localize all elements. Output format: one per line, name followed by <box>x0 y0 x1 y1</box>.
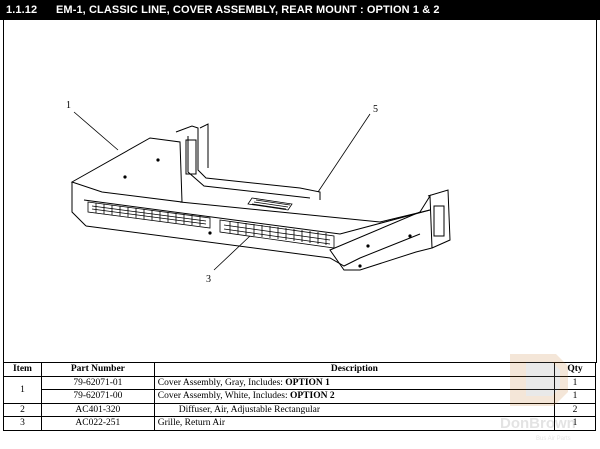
description-cell: Cover Assembly, White, Includes: OPTION … <box>153 389 556 404</box>
callout-1: 1 <box>66 100 71 111</box>
leader-line-1 <box>73 111 119 151</box>
return-air-grille <box>87 201 211 229</box>
mount-hole <box>358 264 362 268</box>
mount-hole <box>208 231 212 235</box>
parts-table: Item Part Number Description Qty 1 79-62… <box>3 362 596 431</box>
right-end-bracket <box>427 189 451 249</box>
left-end-edge <box>71 182 87 227</box>
part-number-cell: AC022-251 <box>40 416 155 431</box>
mount-hole <box>366 244 370 248</box>
part-number-cell: 79-62071-01 <box>40 375 155 390</box>
qty-cell: 1 <box>554 375 596 390</box>
part-number-cell: 79-62071-00 <box>40 389 155 404</box>
table-row: 2 AC401-320 Diffuser, Air, Adjustable Re… <box>3 402 596 417</box>
qty-cell: 1 <box>554 416 596 431</box>
column-header-qty: Qty <box>554 362 596 377</box>
rear-wall-top <box>199 123 209 168</box>
part-number-cell: AC401-320 <box>40 402 155 417</box>
description-text: Diffuser, Air, Adjustable Rectangular <box>178 404 321 415</box>
mount-hole <box>123 175 127 179</box>
front-top-edge <box>83 199 431 235</box>
item-cell: 3 <box>3 416 42 431</box>
description-text: Cover Assembly, Gray, Includes: <box>157 377 286 388</box>
callout-5: 5 <box>373 104 378 115</box>
column-header-item: Item <box>3 362 42 377</box>
front-bottom-edge <box>85 225 421 267</box>
table-row: 79-62071-00 Cover Assembly, White, Inclu… <box>4 389 596 404</box>
leader-line-5 <box>317 113 371 193</box>
description-cell: Cover Assembly, Gray, Includes: OPTION 1 <box>153 375 556 390</box>
top-diffuser <box>247 197 293 211</box>
description-option: OPTION 1 <box>285 377 330 388</box>
top-surface-edge <box>179 201 431 223</box>
qty-cell: 2 <box>554 402 596 417</box>
table-header-row: Item Part Number Description Qty <box>3 362 596 377</box>
section-number: 1.1.12 <box>6 4 38 16</box>
section-title: EM-1, CLASSIC LINE, COVER ASSEMBLY, REAR… <box>56 4 440 16</box>
description-cell: Grille, Return Air <box>153 416 556 431</box>
rear-channel <box>187 136 311 199</box>
mount-hole <box>156 158 160 162</box>
rear-wall <box>175 125 321 200</box>
item-cell: 1 <box>3 375 42 404</box>
leader-line-3 <box>213 235 251 271</box>
qty-cell: 1 <box>554 389 596 404</box>
cover-assembly-drawing: 1 5 3 <box>66 100 451 285</box>
left-bracket-vent <box>185 139 197 175</box>
description-option: OPTION 2 <box>289 391 335 402</box>
table-row: 1 79-62071-01 Cover Assembly, Gray, Incl… <box>3 375 596 404</box>
item-cell: 2 <box>3 402 42 417</box>
table-row: 3 AC022-251 Grille, Return Air 1 <box>3 416 596 431</box>
column-header-description: Description <box>153 362 556 377</box>
diffuser-grille <box>219 219 335 249</box>
left-end-panel <box>70 137 183 203</box>
description-text: Grille, Return Air <box>157 418 226 429</box>
section-header: 1.1.12 EM-1, CLASSIC LINE, COVER ASSEMBL… <box>0 0 600 20</box>
right-end-panel <box>329 194 433 271</box>
mount-hole <box>408 234 412 238</box>
right-bracket-vent <box>433 205 445 237</box>
description-text: Cover Assembly, White, Includes: <box>157 391 290 402</box>
watermark-subtext: Bus Air Parts <box>536 436 571 442</box>
column-header-part-number: Part Number <box>40 362 155 377</box>
description-cell: Diffuser, Air, Adjustable Rectangular <box>153 402 556 417</box>
callout-3: 3 <box>206 274 211 285</box>
